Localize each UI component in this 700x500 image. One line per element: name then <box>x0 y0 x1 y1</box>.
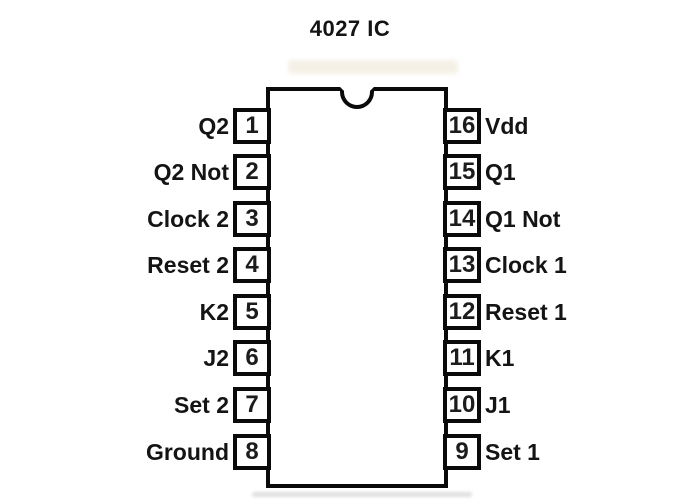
pin-number-box: 3 <box>233 201 271 237</box>
pin-number-box: 12 <box>443 294 481 330</box>
faint-watermark-bottom <box>252 492 472 497</box>
pin-number-box: 8 <box>233 434 271 470</box>
ic-package-body <box>266 87 448 488</box>
pin-number-box: 16 <box>443 108 481 144</box>
pin-row-12: 12 Reset 1 <box>443 294 567 330</box>
pin-number-box: 5 <box>233 294 271 330</box>
pin-number-box: 10 <box>443 387 481 423</box>
pin-row-3: Clock 2 3 <box>0 201 271 237</box>
pin-number-box: 13 <box>443 247 481 283</box>
pin-row-4: Reset 2 4 <box>0 247 271 283</box>
pin-label: Set 1 <box>485 438 540 465</box>
pin-label: J2 <box>203 344 229 371</box>
pin-number-box: 7 <box>233 387 271 423</box>
pin-number-box: 11 <box>443 340 481 376</box>
pin-label: Q1 Not <box>485 205 561 232</box>
pin-number-box: 1 <box>233 108 271 144</box>
pin-number-box: 14 <box>443 201 481 237</box>
pin-number-box: 15 <box>443 154 481 190</box>
pin-label: Reset 1 <box>485 298 567 325</box>
pin-row-6: J2 6 <box>0 340 271 376</box>
pin-row-16: 16 Vdd <box>443 108 528 144</box>
pin-label: J1 <box>485 391 511 418</box>
pin1-orientation-notch <box>340 87 374 109</box>
pin-label: Set 2 <box>174 391 229 418</box>
pin-row-14: 14 Q1 Not <box>443 201 560 237</box>
pin-number-box: 6 <box>233 340 271 376</box>
pin-label: Vdd <box>485 112 529 139</box>
pin-row-11: 11 K1 <box>443 340 514 376</box>
faint-watermark-top <box>288 60 458 74</box>
pin-number-box: 2 <box>233 154 271 190</box>
pin-number-box: 9 <box>443 434 481 470</box>
pin-row-1: Q2 1 <box>0 108 271 144</box>
pin-row-7: Set 2 7 <box>0 387 271 423</box>
pin-row-2: Q2 Not 2 <box>0 154 271 190</box>
pin-label: K2 <box>199 298 229 325</box>
pin-row-8: Ground 8 <box>0 434 271 470</box>
pin-label: Ground <box>145 438 229 465</box>
pin-label: Q2 <box>198 112 229 139</box>
pin-label: Clock 1 <box>485 251 567 278</box>
pin-label: Reset 2 <box>147 251 229 278</box>
diagram-title: 4027 IC <box>309 16 391 41</box>
pin-label: Q2 Not <box>153 158 229 185</box>
pin-label: Clock 2 <box>147 205 229 232</box>
pin-label: Q1 <box>485 158 516 185</box>
pin-row-15: 15 Q1 <box>443 154 516 190</box>
pin-row-13: 13 Clock 1 <box>443 247 567 283</box>
pin-number-box: 4 <box>233 247 271 283</box>
pin-row-9: 9 Set 1 <box>443 434 540 470</box>
pin-row-5: K2 5 <box>0 294 271 330</box>
pin-label: K1 <box>485 344 515 371</box>
pin-row-10: 10 J1 <box>443 387 511 423</box>
